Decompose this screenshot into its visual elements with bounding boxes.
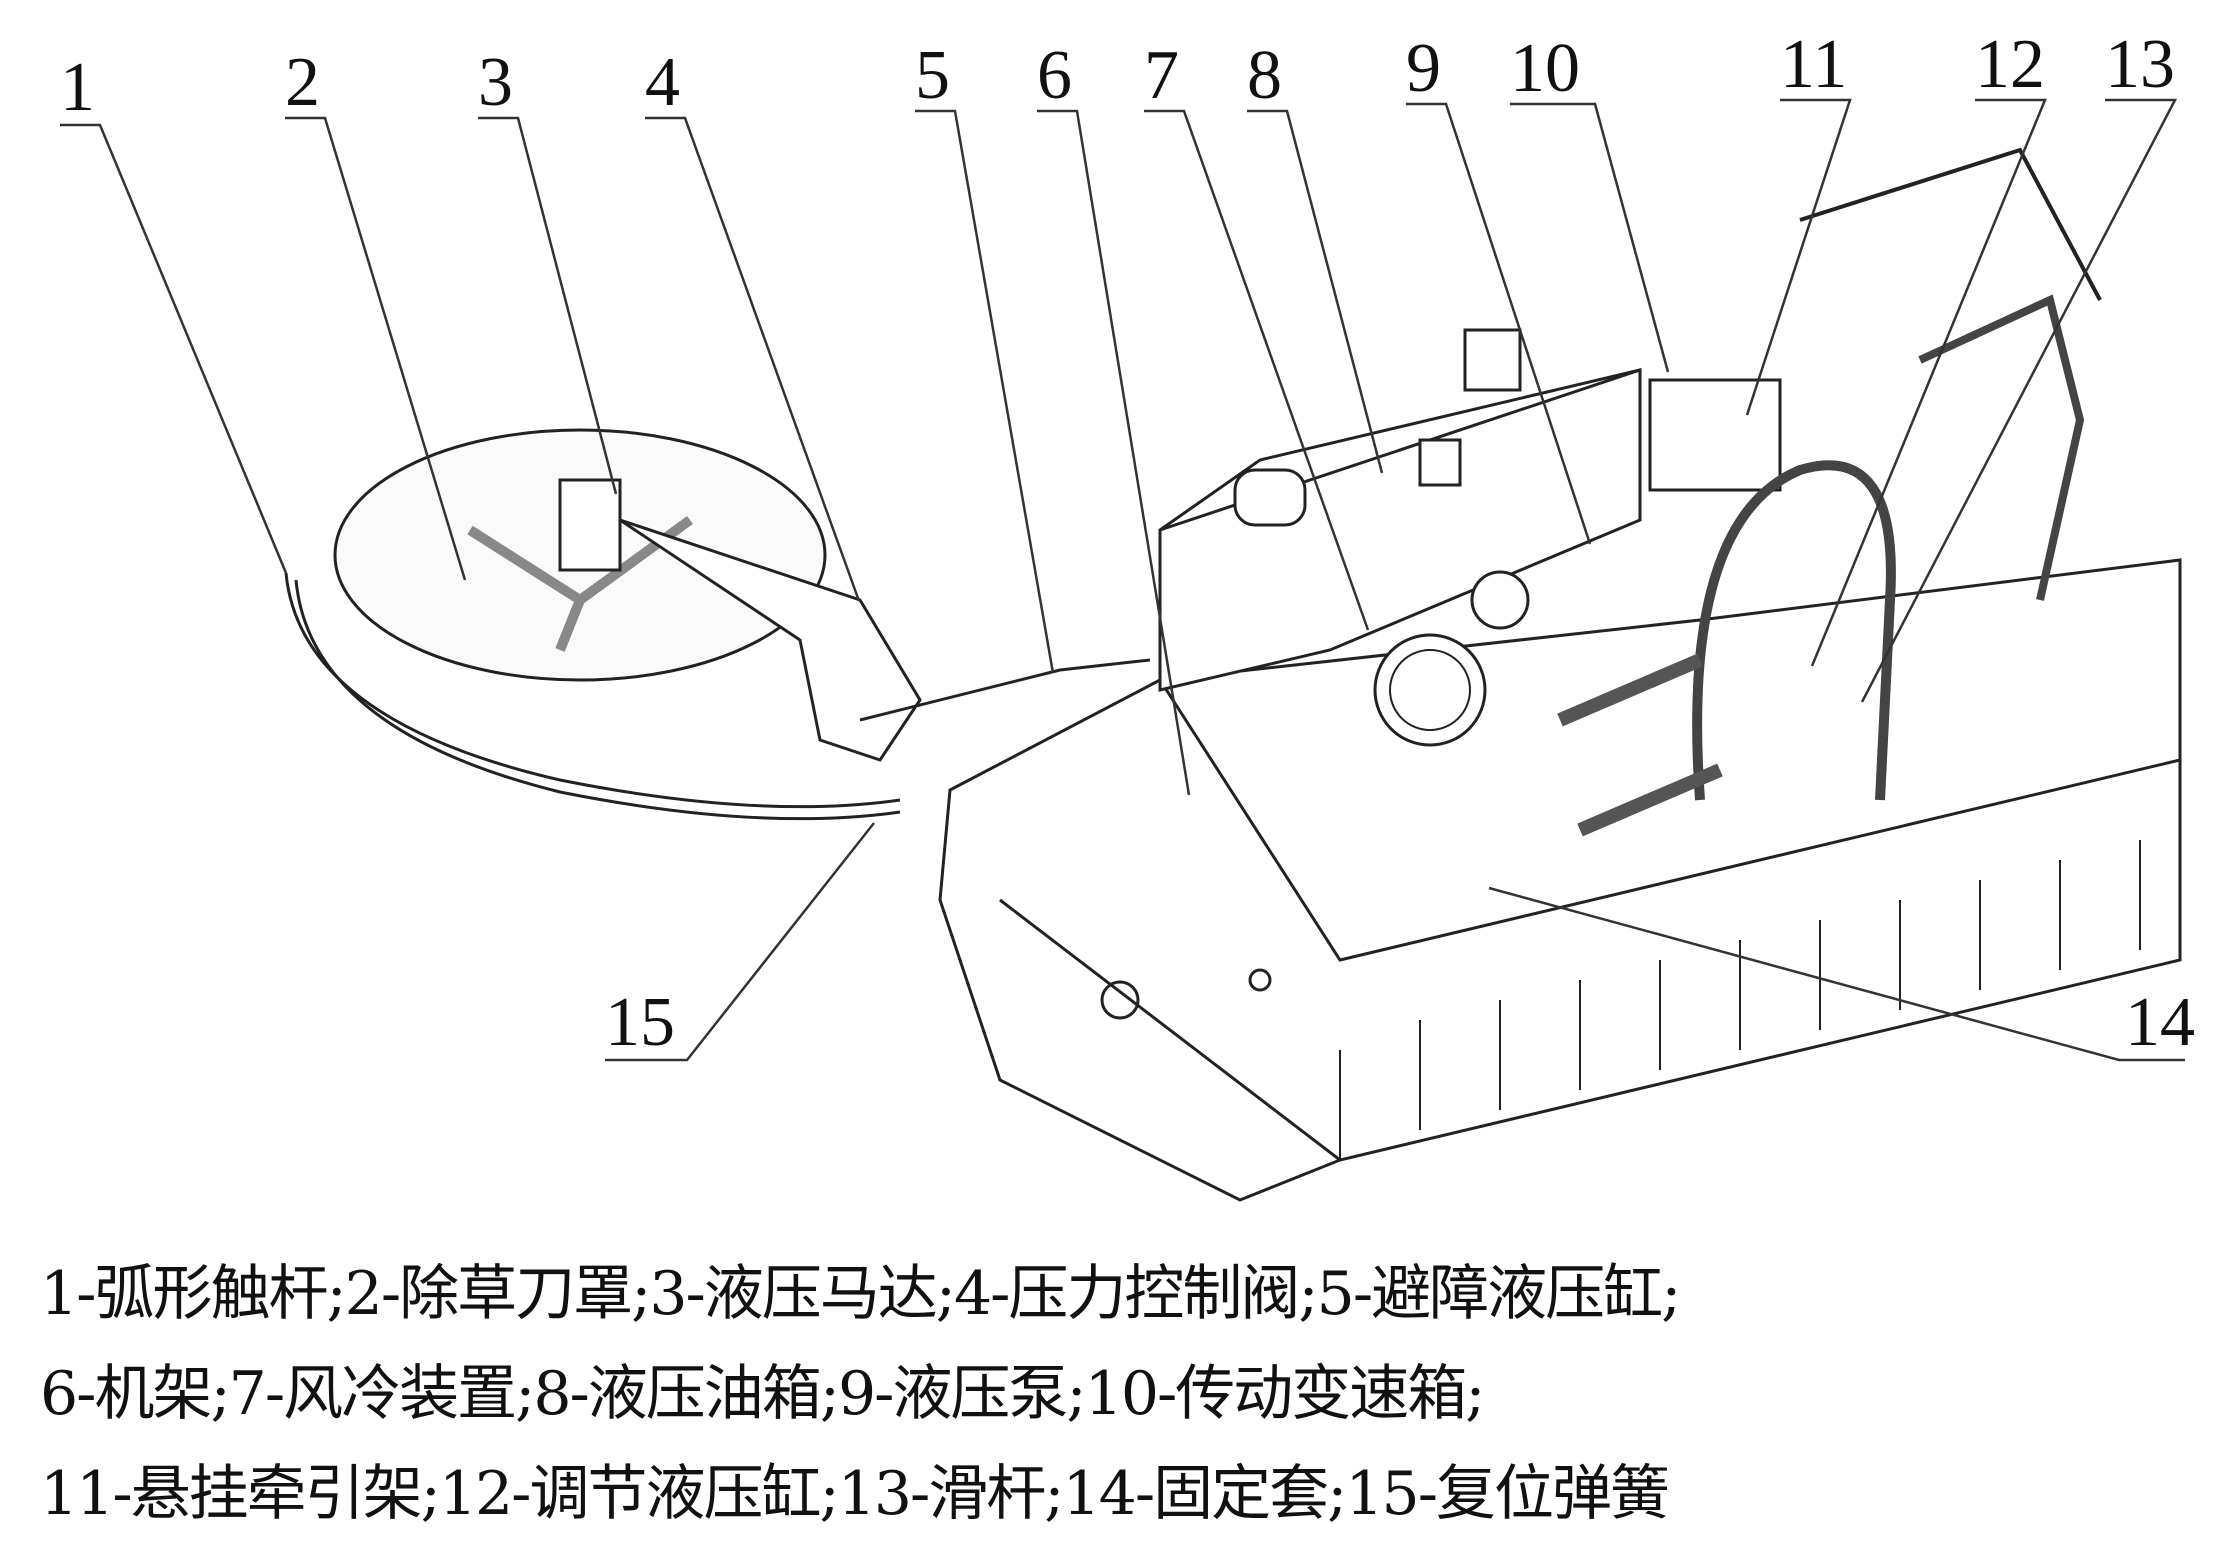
caption-line-3: 11-悬挂牵引架;12-调节液压缸;13-滑杆;14-固定套;15-复位弹簧: [40, 1459, 1670, 1529]
callout-14: 14: [2125, 984, 2195, 1061]
callout-10: 10: [1510, 30, 1580, 107]
pressure-control-valve: [619, 518, 922, 762]
callout-4: 4: [645, 44, 680, 121]
machine-diagram: 1 2 3 4 5 6 7 8 9 10 11 12 13 14 15: [60, 26, 2195, 1202]
machine-drawing: [284, 147, 2182, 1202]
callout-2: 2: [285, 44, 320, 121]
air-cooling-fan: [1373, 633, 1487, 747]
callout-5: 5: [915, 37, 950, 114]
gearbox: [1648, 378, 1782, 492]
callout-1: 1: [60, 49, 95, 126]
blade: [467, 515, 693, 652]
callout-6: 6: [1037, 37, 1072, 114]
hitch-frame: [1692, 460, 1896, 801]
slide-rod: [1557, 653, 1723, 837]
frame: [938, 558, 2182, 1202]
callout-3: 3: [478, 44, 513, 121]
callout-labels: 1 2 3 4 5 6 7 8 9 10 11 12 13 14 15: [60, 26, 2195, 1061]
callout-9: 9: [1406, 30, 1441, 107]
callout-8: 8: [1247, 37, 1282, 114]
arc-feeler-rod: [284, 572, 901, 809]
hydraulic-motor: [558, 478, 622, 572]
caption-line-2: 6-机架;7-风冷装置;8-液压油箱;9-液压泵;10-传动变速箱;: [40, 1359, 1485, 1429]
callout-7: 7: [1144, 37, 1179, 114]
hydraulic-pump: [1470, 570, 1530, 630]
caption-line-1: 1-弧形触杆;2-除草刀罩;3-液压马达;4-压力控制阀;5-避障液压缸;: [40, 1259, 1681, 1329]
callout-12: 12: [1975, 26, 2045, 103]
obstacle-avoidance-cylinder: [859, 658, 1151, 722]
callout-11: 11: [1780, 26, 1847, 103]
leader-lines: [60, 98, 2185, 1062]
callout-13: 13: [2105, 26, 2175, 103]
callout-15: 15: [605, 984, 675, 1061]
